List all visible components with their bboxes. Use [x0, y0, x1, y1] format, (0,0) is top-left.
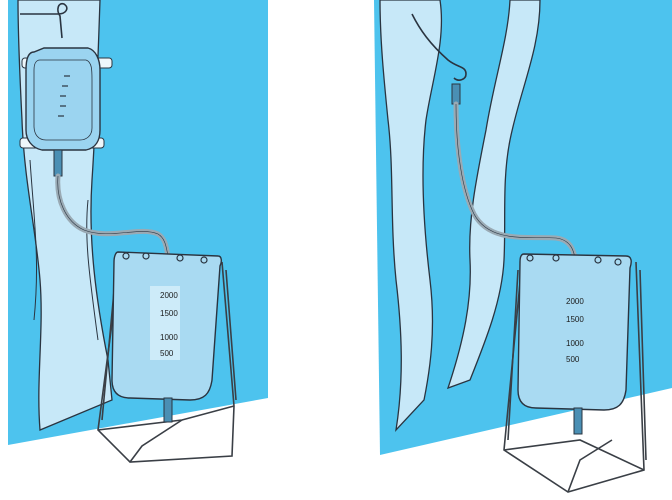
- right-scale-1500: 1500: [566, 315, 584, 324]
- left-scale-1000: 1000: [160, 333, 178, 342]
- left-scale-2000: 2000: [160, 291, 178, 300]
- right-scale-500: 500: [566, 355, 580, 364]
- left-scale-500: 500: [160, 349, 174, 358]
- left-leg-bag: [26, 48, 100, 150]
- left-leg-bag-outlet: [54, 150, 62, 176]
- right-scale-1000: 1000: [566, 339, 584, 348]
- right-scale-2000: 2000: [566, 297, 584, 306]
- right-catheter-connector: [452, 84, 460, 104]
- left-scale-1500: 1500: [160, 309, 178, 318]
- right-drainage-bag: [518, 254, 631, 410]
- right-panel: 2000 1500 1000 500: [374, 0, 672, 492]
- left-drainage-outlet: [164, 398, 172, 422]
- left-panel: 2000 1500 1000 500: [8, 0, 268, 462]
- right-drainage-outlet: [574, 408, 582, 434]
